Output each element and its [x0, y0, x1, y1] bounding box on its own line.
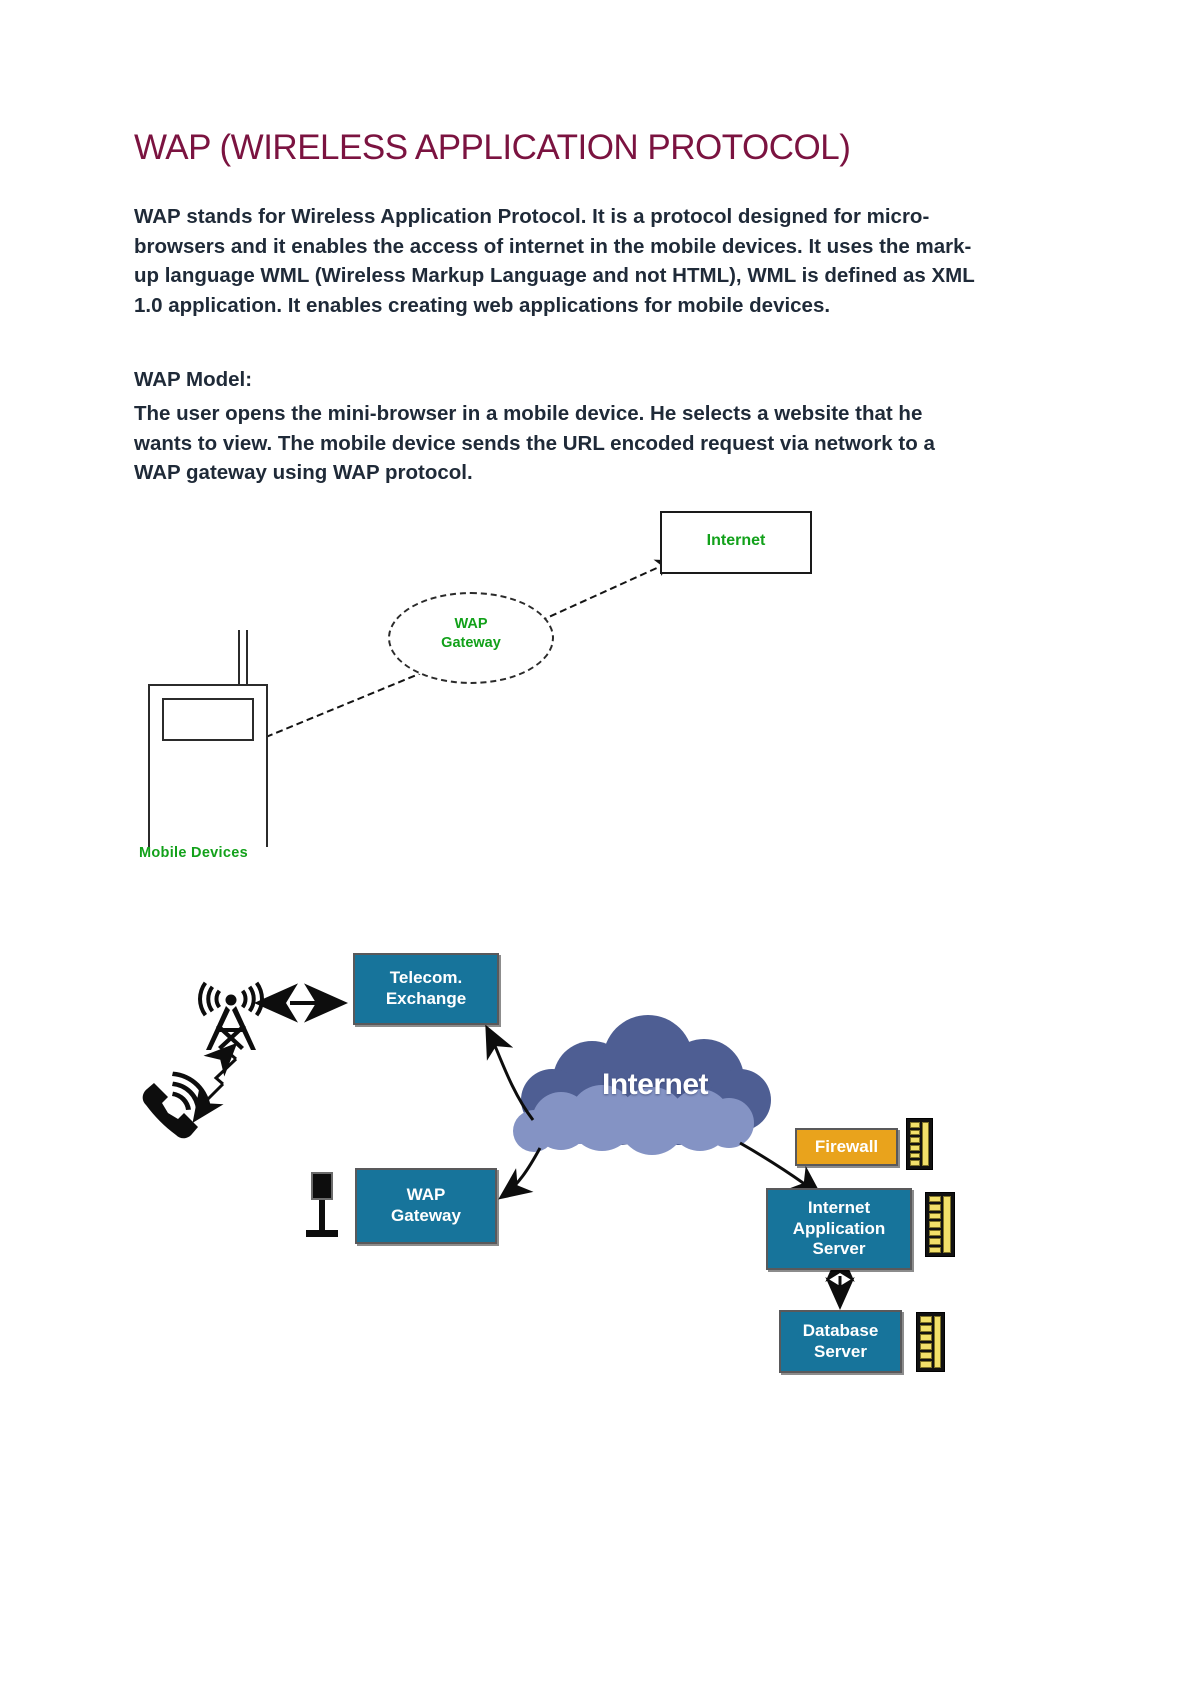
dbserver-line1: Database — [802, 1320, 879, 1340]
intro-bold-wap: WAP — [134, 205, 181, 228]
arrow-gateway-to-internet — [539, 559, 674, 622]
rack-slot — [920, 1361, 932, 1368]
app-server-label: Internet Application Server — [793, 1198, 886, 1260]
rack-slot — [920, 1352, 932, 1359]
firewall-label: Firewall — [814, 1136, 879, 1156]
phone-antenna-right — [246, 630, 248, 686]
internet-box: Internet — [660, 511, 812, 574]
rack-slot — [910, 1160, 921, 1167]
appserver-line2: Application — [792, 1218, 886, 1238]
arrow-cloud-to-wap-gateway — [498, 1147, 542, 1200]
cell-tower-icon — [198, 981, 264, 1050]
internet-box-label: Internet — [706, 532, 766, 549]
database-server-box: Database Server — [779, 1310, 902, 1373]
rack-side-panel — [922, 1122, 929, 1166]
rack-side-panel — [943, 1196, 951, 1253]
rack-slot — [929, 1246, 942, 1253]
rack-slot — [920, 1316, 932, 1323]
rack-slot — [929, 1196, 942, 1203]
wapgw-line2: Gateway — [391, 1206, 461, 1225]
rack-slot — [910, 1145, 921, 1151]
rack-slot — [910, 1137, 921, 1144]
gateway-label-line2: Gateway — [441, 635, 501, 651]
wapgw-line1: WAP — [406, 1185, 446, 1205]
rack-slots — [929, 1196, 942, 1253]
intro-mid: stands for — [180, 205, 292, 228]
rack-slot — [910, 1129, 921, 1136]
rack-slot — [910, 1152, 921, 1159]
rack-slot — [910, 1122, 921, 1128]
wap-gateway-box: WAP Gateway — [355, 1168, 497, 1244]
rack-slot — [920, 1325, 932, 1332]
telephone-handset-icon — [142, 1071, 211, 1139]
wap-gateway-ellipse-label: WAP Gateway — [390, 615, 552, 653]
rack-slot — [929, 1212, 942, 1220]
appserver-line1: Internet — [807, 1197, 871, 1217]
server-rack-firewall-icon — [906, 1118, 933, 1170]
arrow-cloud-to-telecom — [485, 1024, 535, 1121]
intro-rest: . It is a protocol designed for micro-br… — [134, 205, 975, 317]
appserver-line3: Server — [812, 1239, 866, 1259]
wap-gateway-box-label: WAP Gateway — [391, 1185, 461, 1226]
rack-slot — [929, 1221, 942, 1228]
server-rack-database-icon — [916, 1312, 945, 1372]
rack-slot — [929, 1229, 942, 1237]
intro-bold-full: Wireless Application Protocol — [291, 205, 581, 228]
rack-slots — [910, 1122, 921, 1167]
terminal-screen-icon — [311, 1172, 333, 1200]
telecom-line2: Exchange — [385, 989, 467, 1008]
intro-paragraph: WAP stands for Wireless Application Prot… — [134, 202, 979, 320]
terminal-stand-icon — [319, 1200, 325, 1230]
dbserver-line2: Server — [814, 1341, 867, 1361]
internet-cloud-label: Internet — [601, 1068, 709, 1101]
telecom-exchange-label: Telecom. Exchange — [386, 968, 466, 1009]
terminal-base-icon — [306, 1230, 338, 1237]
rack-slot — [920, 1334, 932, 1341]
rack-side-panel — [933, 1316, 941, 1368]
wap-gateway-ellipse: WAP Gateway — [388, 592, 554, 684]
mobile-devices-label: Mobile Devices — [139, 845, 248, 861]
rack-slot — [929, 1238, 942, 1245]
wap-model-heading: WAP Model: — [134, 368, 253, 391]
firewall-box: Firewall — [795, 1128, 898, 1166]
gateway-label-line1: WAP — [454, 616, 488, 632]
phone-antenna-left — [238, 630, 240, 686]
rack-slots — [920, 1316, 932, 1368]
db-server-label: Database Server — [803, 1321, 879, 1362]
page-title: WAP (WIRELESS APPLICATION PROTOCOL) — [134, 128, 851, 167]
rack-slot — [920, 1343, 932, 1350]
arrow-handset-to-tower — [192, 1042, 238, 1123]
wap-model-paragraph: The user opens the mini-browser in a mob… — [134, 402, 935, 484]
server-rack-application-icon — [925, 1192, 955, 1257]
telecom-line1: Telecom. — [389, 968, 463, 988]
telecom-exchange-box: Telecom. Exchange — [353, 953, 499, 1025]
rack-slot — [929, 1204, 942, 1211]
mobile-phone-screen — [162, 698, 254, 741]
internet-application-server-box: Internet Application Server — [766, 1188, 912, 1270]
